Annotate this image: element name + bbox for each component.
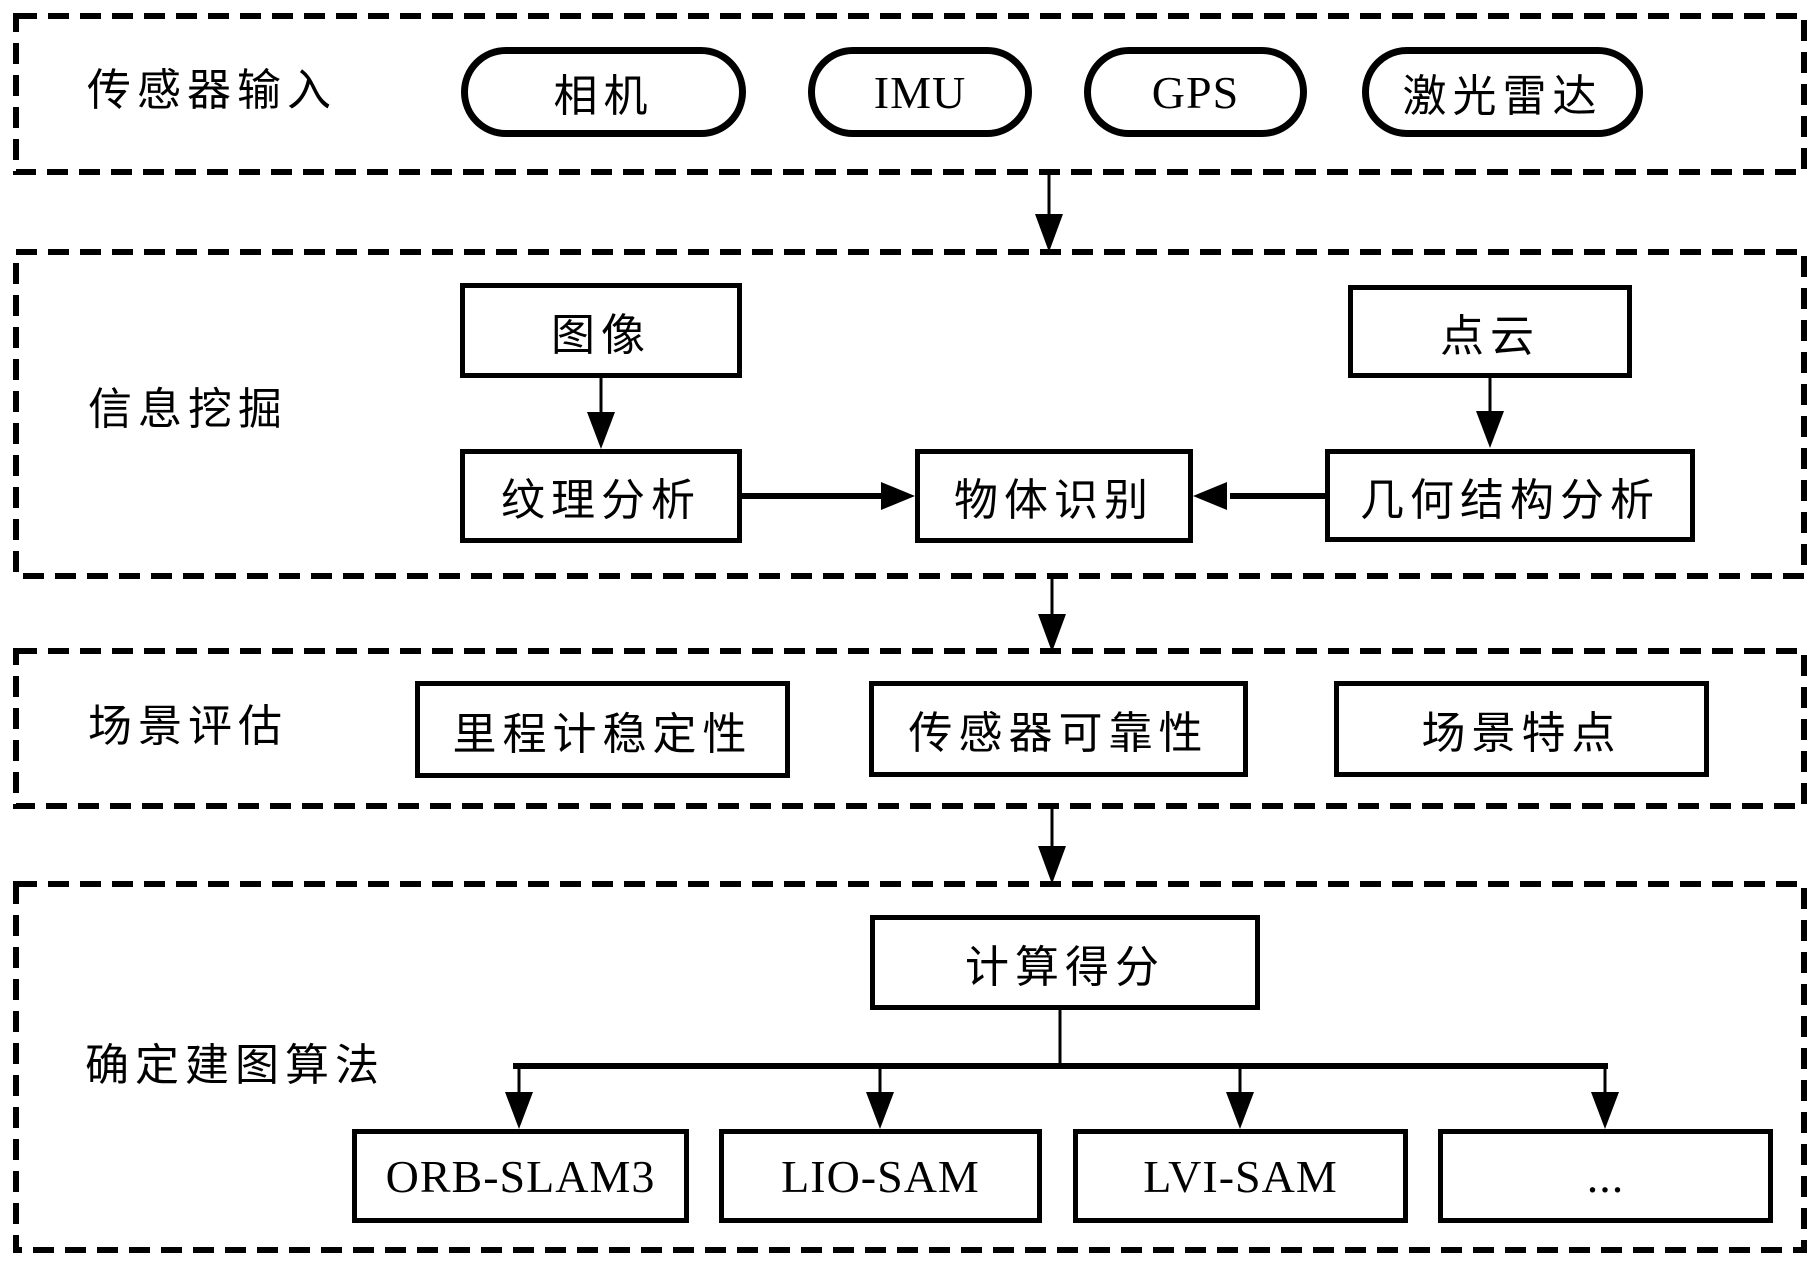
node-gps: GPS	[1084, 47, 1307, 137]
node-geometric-structure-analysis: 几何结构分析	[1325, 449, 1695, 542]
node-object-recognition-label: 物体识别	[954, 476, 1154, 525]
arrow-point-cloud-to-geometric-structure-analysis	[1476, 378, 1504, 448]
node-geometric-structure-analysis-label: 几何结构分析	[1360, 475, 1660, 525]
section-border-determine-mapping-algorithm	[13, 881, 1807, 1253]
node-lidar: 激光雷达	[1362, 47, 1643, 137]
node-gps-label: GPS	[1151, 66, 1240, 118]
arrow-information-mining-to-scene-evaluation	[1038, 576, 1066, 652]
node-sensor-reliability-label: 传感器可靠性	[908, 709, 1209, 758]
node-point-cloud: 点云	[1348, 285, 1632, 378]
node-scene-characteristics: 场景特点	[1334, 681, 1709, 777]
arrow-compute-score-to-orb-slam3	[505, 1066, 533, 1129]
node-texture-analysis: 纹理分析	[460, 449, 742, 543]
node-image: 图像	[460, 283, 742, 378]
section-border-sensor-input	[13, 13, 1807, 175]
node-compute-score: 计算得分	[870, 915, 1260, 1010]
node-lidar-label: 激光雷达	[1402, 72, 1603, 121]
arrow-scene-evaluation-to-determine-mapping-algorithm	[1038, 806, 1066, 884]
arrow-image-to-texture-analysis	[587, 378, 615, 449]
node-odometry-stability: 里程计稳定性	[415, 681, 790, 778]
node-lio-sam-label: LIO-SAM	[781, 1150, 980, 1202]
node-imu-label: IMU	[873, 66, 967, 118]
node-more-algorithms-label: ...	[1586, 1150, 1625, 1202]
arrow-sensor-input-to-information-mining	[1035, 172, 1063, 252]
arrow-texture-analysis-to-object-recognition	[742, 482, 915, 510]
section-label-information-mining: 信息挖掘	[88, 385, 288, 434]
node-orb-slam3: ORB-SLAM3	[352, 1129, 689, 1223]
section-border-scene-evaluation	[13, 648, 1807, 809]
node-imu: IMU	[808, 47, 1032, 137]
arrow-compute-score-to-lvi-sam	[1226, 1066, 1254, 1129]
arrow-compute-score-to-more-algorithms	[1591, 1066, 1619, 1129]
node-texture-analysis-label: 纹理分析	[501, 476, 701, 525]
node-lio-sam: LIO-SAM	[719, 1129, 1042, 1223]
section-label-determine-mapping-algorithm: 确定建图算法	[85, 1041, 385, 1090]
node-compute-score-label: 计算得分	[965, 942, 1165, 992]
node-orb-slam3-label: ORB-SLAM3	[385, 1150, 656, 1202]
node-point-cloud-label: 点云	[1440, 311, 1540, 361]
node-camera: 相机	[461, 47, 746, 137]
node-object-recognition: 物体识别	[915, 449, 1193, 543]
node-scene-characteristics-label: 场景特点	[1421, 709, 1622, 758]
section-label-sensor-input: 传感器输入	[87, 66, 337, 115]
node-camera-label: 相机	[553, 72, 654, 121]
node-image-label: 图像	[551, 310, 651, 360]
node-more-algorithms: ...	[1438, 1129, 1773, 1223]
node-sensor-reliability: 传感器可靠性	[869, 681, 1248, 777]
section-label-scene-evaluation: 场景评估	[88, 702, 288, 751]
compute-score-branch-lines	[513, 1010, 1608, 1069]
arrow-compute-score-to-lio-sam	[866, 1066, 894, 1129]
arrow-geometric-structure-analysis-to-object-recognition	[1193, 482, 1325, 510]
node-lvi-sam-label: LVI-SAM	[1143, 1150, 1338, 1202]
node-lvi-sam: LVI-SAM	[1073, 1129, 1408, 1223]
node-odometry-stability-label: 里程计稳定性	[452, 709, 753, 759]
